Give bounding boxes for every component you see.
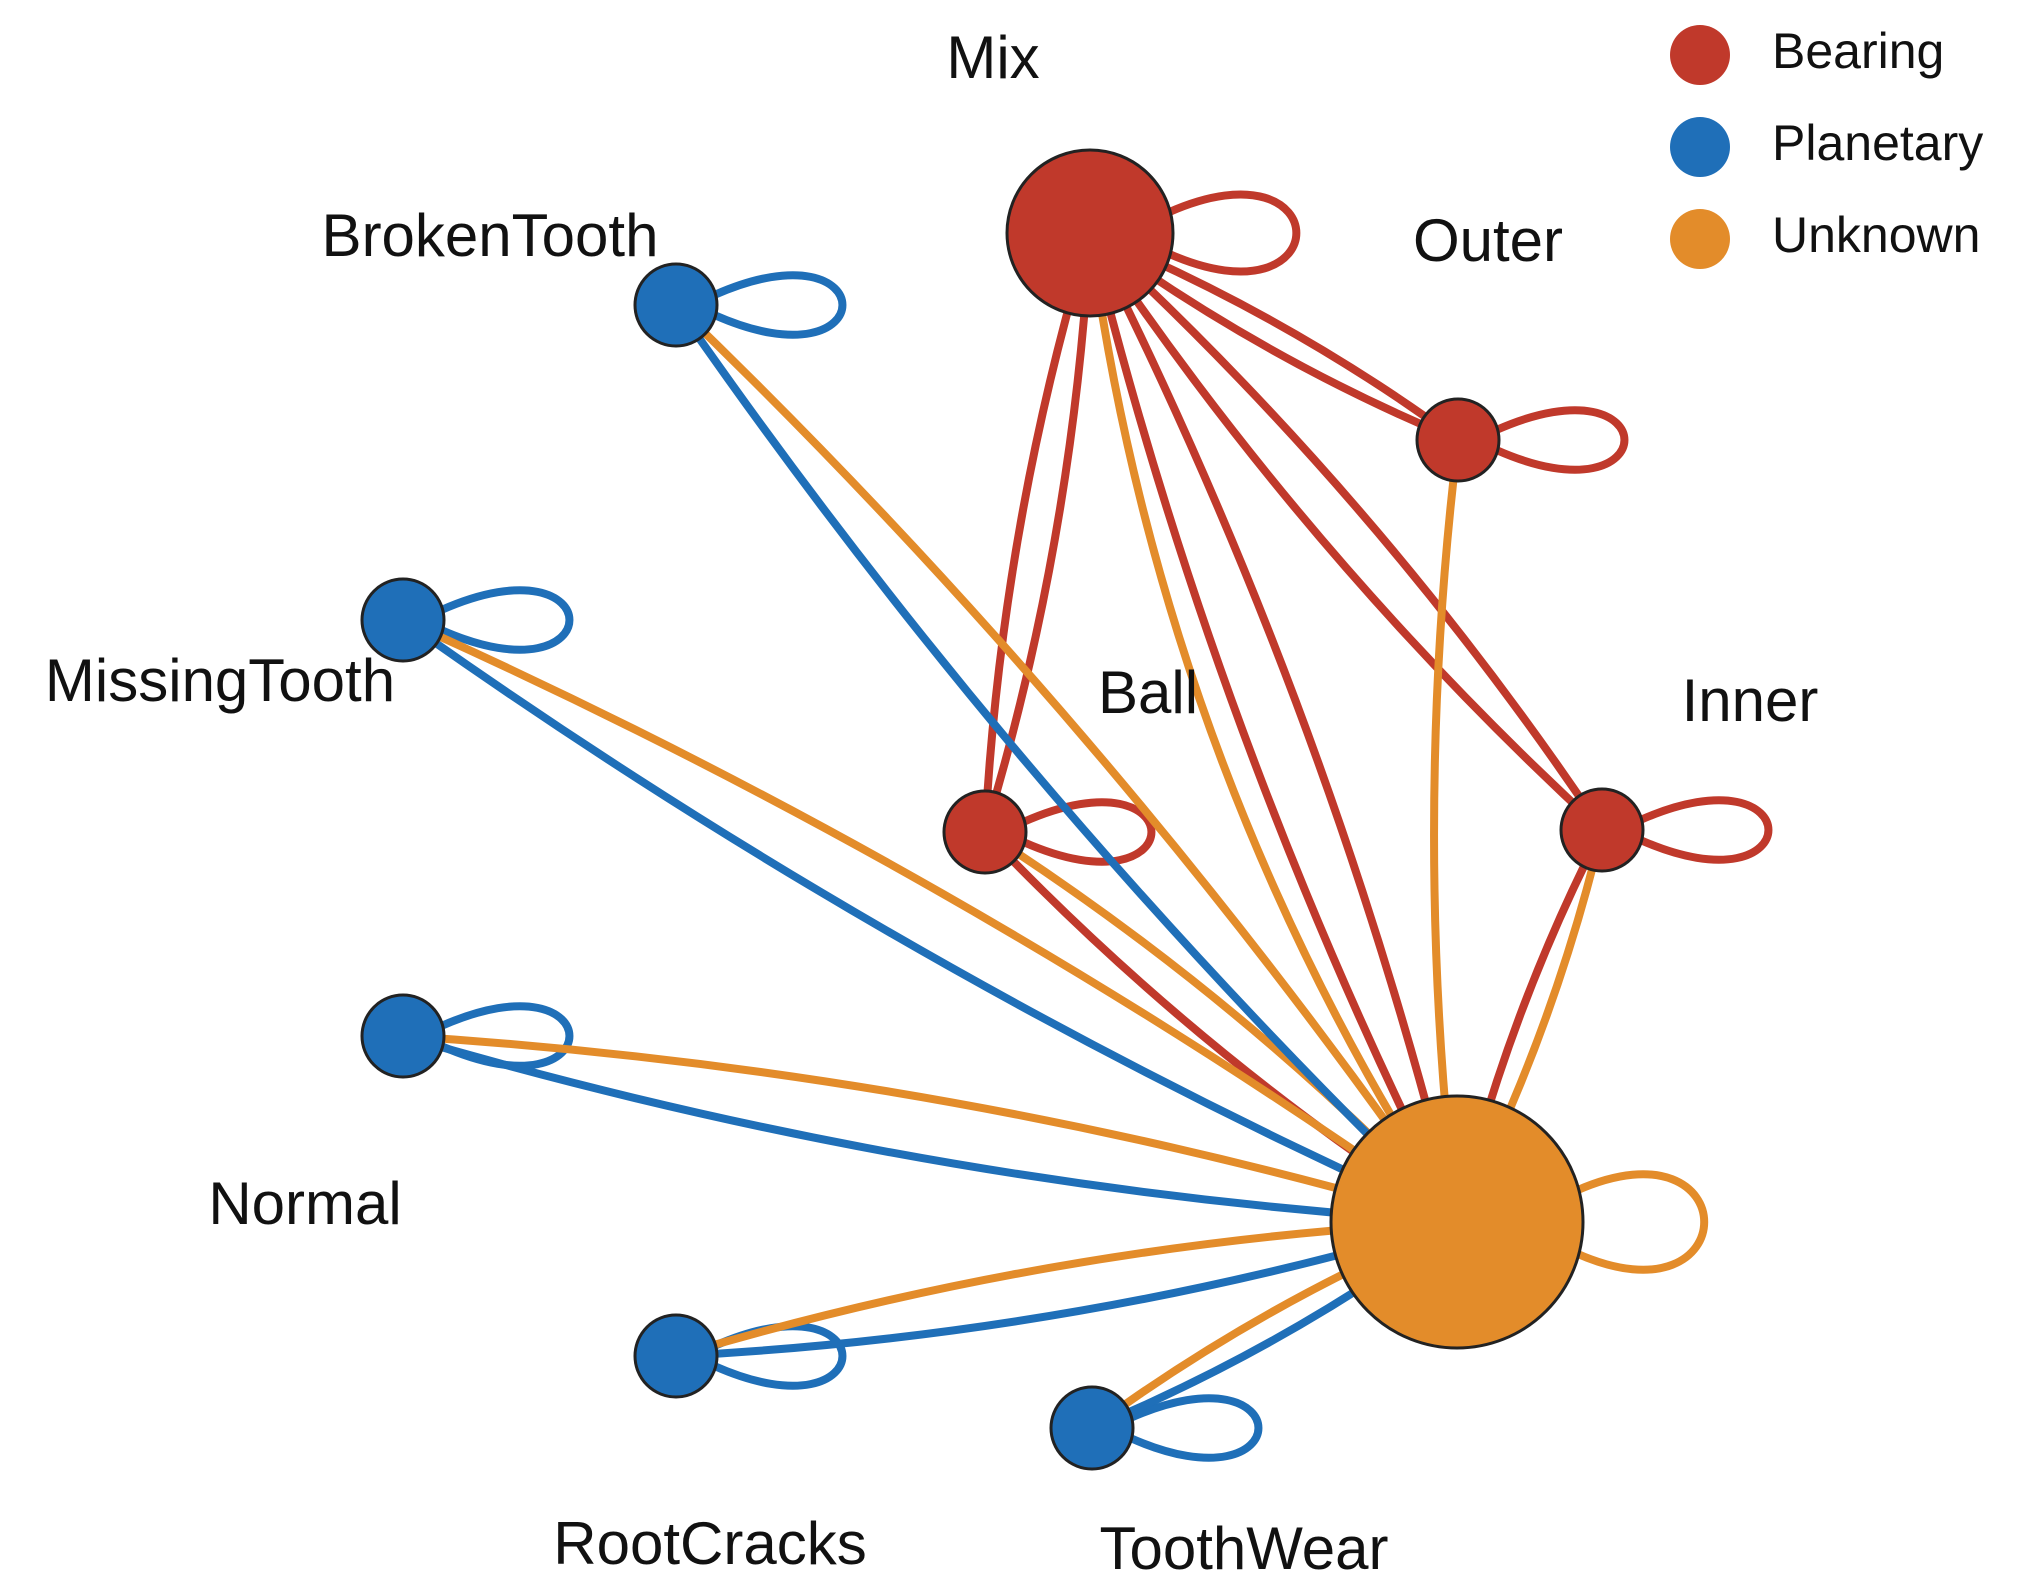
- edge-ball-mix: [981, 229, 1094, 836]
- edge-toothwear-toothwear: [1126, 1394, 1263, 1462]
- edge-normal-unknown: [399, 1032, 1461, 1226]
- edge-mix-ball: [981, 229, 1094, 836]
- node-mix: [1005, 148, 1175, 318]
- edge-inner-inner: [1636, 796, 1773, 864]
- edge-brokentooth-unknown: [672, 301, 1461, 1226]
- node-rootcracks: [633, 1313, 719, 1399]
- edge-mix-unknown: [1086, 229, 1461, 1226]
- node-toothwear: [1049, 1385, 1135, 1471]
- node-brokentooth: [633, 262, 719, 348]
- node-label-rootcracks: RootCracks: [553, 1510, 866, 1577]
- node-missingtooth: [360, 577, 446, 663]
- edge-missingtooth-unknown: [399, 616, 1461, 1226]
- edge-brokentooth-brokentooth: [710, 271, 847, 339]
- node-normal: [360, 993, 446, 1079]
- edge-unknown-mix: [1086, 229, 1461, 1226]
- legend-label-unknown: Unknown: [1772, 207, 1980, 263]
- node-label-mix: Mix: [946, 24, 1039, 91]
- node-label-normal: Normal: [208, 1170, 401, 1237]
- edge-missingtooth-missingtooth: [437, 586, 574, 654]
- node-label-inner: Inner: [1682, 667, 1819, 734]
- node-unknown: [1329, 1094, 1585, 1350]
- nodes-layer: [360, 148, 1645, 1471]
- legend-label-planetary: Planetary: [1772, 115, 1983, 171]
- node-inner: [1559, 787, 1645, 873]
- legend-label-bearing: Bearing: [1772, 23, 1944, 79]
- edge-missingtooth-unknown: [399, 616, 1461, 1226]
- node-label-brokentooth: BrokenTooth: [322, 202, 659, 269]
- edge-mix-inner: [1086, 229, 1606, 834]
- node-outer: [1415, 397, 1501, 483]
- edge-mix-mix: [1164, 190, 1301, 276]
- edge-unknown-unknown: [1572, 1170, 1708, 1274]
- legend-swatch-unknown: [1670, 209, 1730, 269]
- legend-swatch-bearing: [1670, 25, 1730, 85]
- node-label-ball: Ball: [1098, 659, 1198, 726]
- legend-swatch-planetary: [1670, 117, 1730, 177]
- node-label-outer: Outer: [1413, 207, 1563, 274]
- edge-mix-unknown: [1086, 229, 1461, 1226]
- node-ball: [942, 789, 1028, 875]
- node-label-toothwear: ToothWear: [1099, 1515, 1388, 1582]
- edge-inner-mix: [1086, 229, 1606, 834]
- edge-normal-unknown: [399, 1032, 1461, 1226]
- edge-brokentooth-unknown: [672, 301, 1461, 1226]
- edge-outer-outer: [1492, 406, 1629, 474]
- node-label-missingtooth: MissingTooth: [45, 647, 395, 714]
- edge-ball-ball: [1019, 798, 1156, 866]
